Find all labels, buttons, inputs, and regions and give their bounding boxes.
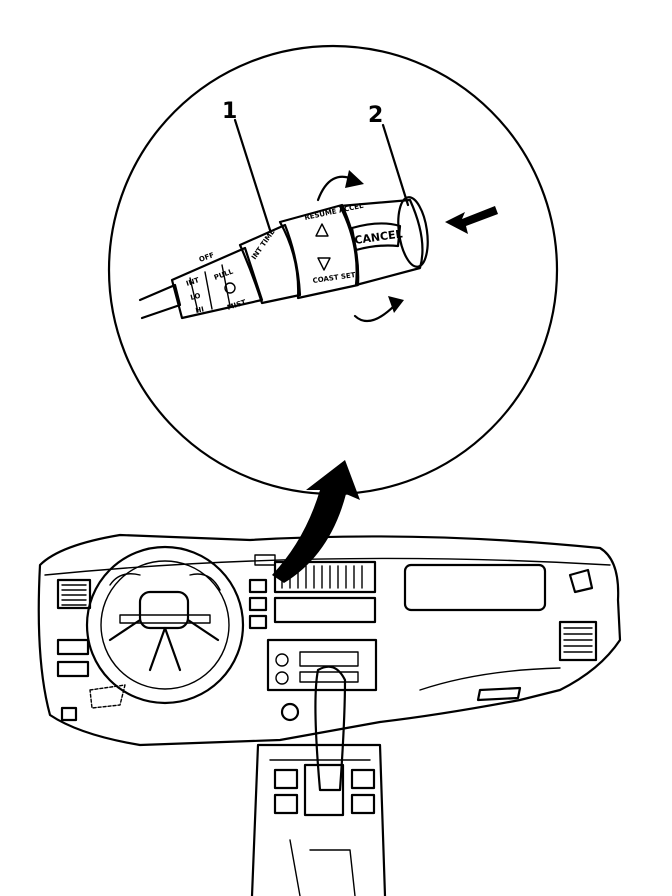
center-vent	[273, 560, 377, 594]
hi-label: HI	[195, 305, 205, 315]
callout-2-leader	[381, 123, 410, 207]
glovebox-line	[419, 667, 561, 691]
washer-symbol	[224, 282, 236, 294]
rotate-down-arrowhead	[388, 296, 404, 313]
center-button-3	[248, 614, 268, 630]
resume-accel-label: RESUME ACCEL	[304, 202, 365, 222]
left-switch-2	[56, 660, 90, 678]
climate-panel	[273, 596, 377, 624]
console-body	[250, 743, 387, 896]
center-button-2	[248, 596, 268, 612]
center-stack	[248, 554, 378, 722]
cancel-button-face	[350, 222, 402, 252]
callout-1-label: 1	[222, 99, 237, 124]
rotate-up-arrowhead	[345, 170, 364, 188]
callout-2-label: 2	[368, 103, 383, 128]
pull-label: PULL	[213, 267, 235, 281]
center-console	[250, 665, 387, 896]
steering-wheel	[85, 545, 245, 705]
shift-indicator	[303, 763, 345, 817]
cancel-tip-body	[338, 198, 424, 287]
magnifier-circle	[107, 44, 559, 496]
right-vent	[558, 620, 598, 662]
lo-label: LO	[190, 292, 202, 302]
coast-triangle	[317, 257, 331, 271]
pointer-arrow-shape	[272, 460, 360, 583]
right-side-vent	[568, 568, 594, 594]
glovebox-handle	[476, 686, 522, 702]
int-label: INT	[185, 276, 200, 288]
console-switch-l2	[273, 793, 299, 815]
int-time-ring	[238, 223, 302, 305]
lower-knob	[280, 702, 300, 722]
left-switch-1	[56, 638, 90, 656]
location-pointer-arrow	[272, 460, 360, 583]
wheel-rim-outer	[85, 545, 245, 705]
center-button-1	[248, 578, 268, 594]
rotation-arrows	[316, 170, 404, 323]
callout-1-leader	[233, 118, 272, 232]
console-switch-r1	[350, 768, 376, 790]
console-switch-r2	[350, 793, 376, 815]
cancel-label: CANCEL	[354, 227, 404, 247]
wheel-rim-inner	[100, 560, 230, 690]
left-lower-switch	[60, 706, 78, 722]
push-arrow	[445, 206, 498, 234]
passenger-display-panel	[403, 563, 547, 612]
gear-shifter	[314, 665, 347, 792]
rotate-down-arrow-shaft	[353, 303, 397, 323]
left-vent	[56, 578, 92, 610]
accel-triangle	[315, 223, 329, 237]
detail-magnifier: CANCEL RESUME ACCEL COAST SET INT TIME O…	[107, 44, 559, 496]
dash-outline	[37, 533, 622, 747]
multifunction-lever: CANCEL RESUME ACCEL COAST SET INT TIME O…	[138, 196, 429, 320]
dash-top-line	[44, 557, 611, 576]
coast-set-label: COAST SET	[312, 271, 356, 285]
int-time-label: INT TIME	[250, 228, 277, 261]
resume-accel-text: RESUME ACCEL	[304, 202, 365, 222]
push-arrow-shape	[445, 206, 498, 234]
console-switch-l1	[273, 768, 299, 790]
gauge-cluster	[109, 573, 221, 591]
radio-unit	[266, 638, 378, 692]
lever-shaft	[138, 283, 182, 320]
left-panel-dashed	[89, 684, 126, 709]
dashboard-illustration	[37, 533, 622, 747]
